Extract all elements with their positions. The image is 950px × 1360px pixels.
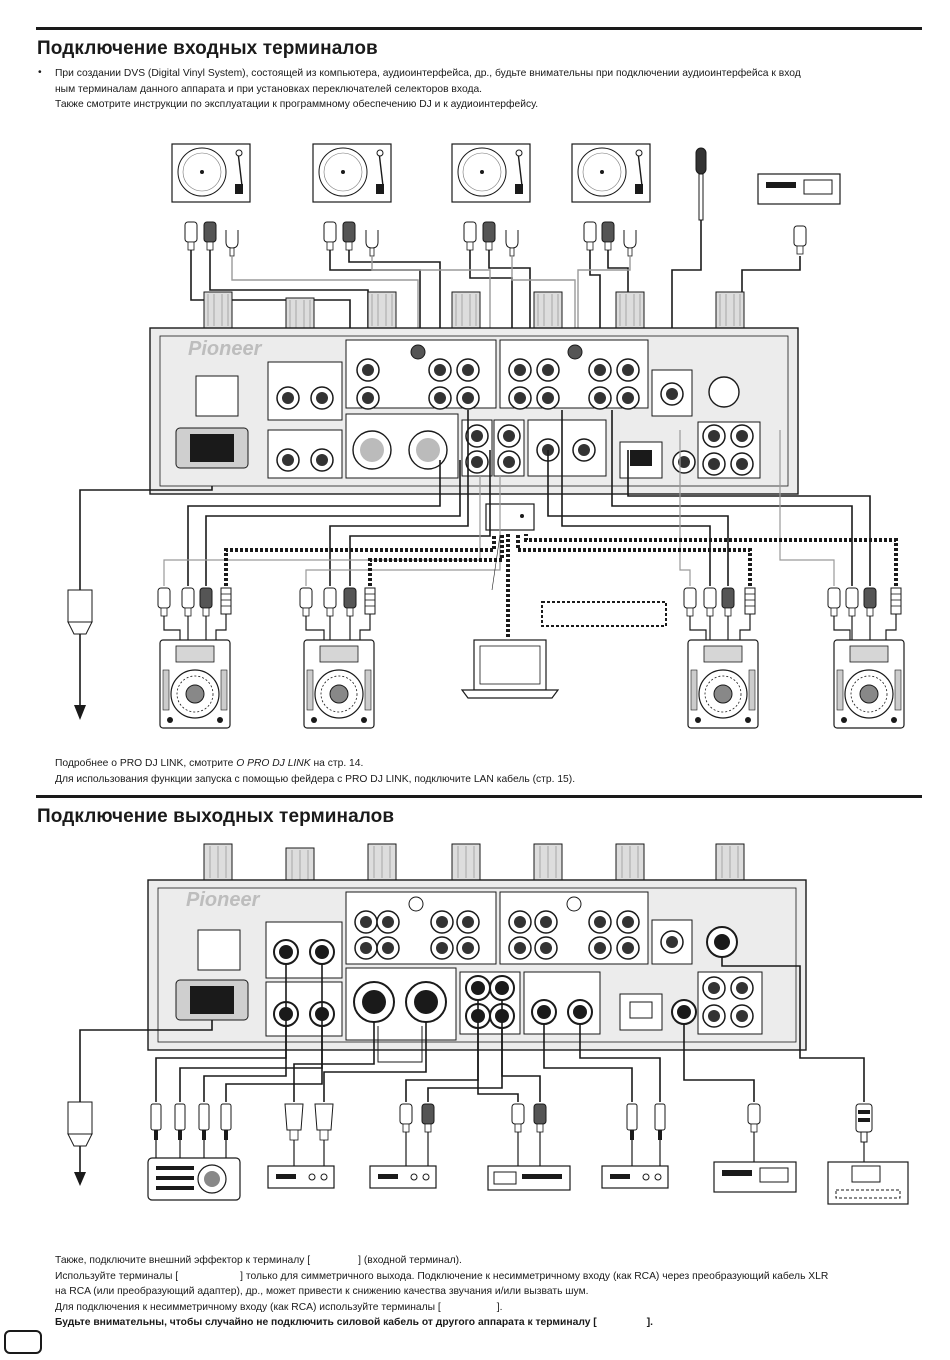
- microphone-icon: [695, 147, 707, 221]
- xlr-bracket: [377, 1026, 423, 1063]
- instruction-line-1: При создании DVS (Digital Vinyl System),…: [55, 68, 801, 79]
- section-title-input: Подключение входных терминалов: [37, 38, 378, 59]
- output-notes: Также, подключите внешний эффектор к тер…: [55, 1253, 925, 1331]
- note-balanced-cont: на RCA (или преобразующий адаптер), др.,…: [55, 1286, 589, 1297]
- cd-recorder-icon: [487, 1165, 571, 1191]
- cdj-player-icon: [303, 639, 375, 729]
- cdj-plugs: [157, 587, 902, 617]
- output-cables: [155, 957, 865, 1102]
- note-unbalanced: Для подключения к несимметричному входу …: [55, 1301, 503, 1313]
- bullet-marker: •: [38, 67, 42, 78]
- amplifier-icon: [601, 1165, 669, 1189]
- note-pro-dj-link: Подробнее о PRO DJ LINK, смотрите О PRO …: [55, 758, 364, 769]
- section-title-output: Подключение выходных терминалов: [37, 806, 395, 827]
- cdj-control-cables: [163, 430, 835, 586]
- lan-cables: [224, 534, 898, 638]
- turntable-plugs: [184, 221, 807, 257]
- note-effector: Также, подключите внешний эффектор к тер…: [55, 1255, 462, 1266]
- lan-label-box: [541, 601, 667, 627]
- turntable-icon: [571, 143, 651, 203]
- pioneer-logo: Pioneer: [186, 889, 261, 911]
- input-instructions: При создании DVS (Digital Vinyl System),…: [55, 66, 925, 113]
- amplifier-icon: [369, 1165, 437, 1189]
- turntable-icon: [451, 143, 531, 203]
- power-plug-icon: [67, 1020, 213, 1186]
- page-number-badge: [4, 1330, 42, 1354]
- cd-recorder-icon: [757, 173, 841, 205]
- output-connection-diagram: Pioneer: [0, 836, 950, 1236]
- network-hub-icon: [485, 503, 535, 531]
- cdj-player-icon: [687, 639, 759, 729]
- mixer-rear-panel: Pioneer: [149, 327, 799, 495]
- note-lan-cable: Для использования функции запуска с помо…: [55, 773, 576, 785]
- note-balanced: Используйте терминалы [] только для симм…: [55, 1270, 829, 1282]
- sampler-icon: [827, 1161, 909, 1205]
- input-notes: Подробнее о PRO DJ LINK, смотрите О PRO …: [55, 756, 925, 787]
- section-rule: [36, 795, 922, 798]
- turntable-icon: [312, 143, 392, 203]
- device-leads: [155, 1132, 865, 1166]
- ground-cables: [231, 256, 631, 350]
- effector-icon: [147, 1157, 241, 1201]
- input-connection-diagram: Pioneer: [0, 130, 950, 750]
- note-warning: Будьте внимательны, чтобы случайно не по…: [55, 1317, 654, 1328]
- mixer-rear-panel: Pioneer: [147, 879, 807, 1051]
- mixer-top-knobs: [203, 843, 745, 885]
- pioneer-logo: Pioneer: [188, 338, 263, 360]
- amplifier-icon: [267, 1165, 335, 1189]
- output-plugs: [150, 1103, 873, 1143]
- top-rule: [36, 27, 922, 30]
- cd-recorder-icon: [713, 1161, 797, 1193]
- turntable-icon: [171, 143, 251, 203]
- lan-pointer-line: [491, 534, 501, 591]
- cdj-short-leads: [163, 614, 897, 640]
- power-plug-icon: [67, 486, 213, 720]
- laptop-icon: [460, 639, 560, 699]
- instruction-line-2: ным терминалам данного аппарата и при ус…: [55, 83, 483, 95]
- cdj-player-icon: [833, 639, 905, 729]
- cdj-player-icon: [159, 639, 231, 729]
- instruction-line-3: Также смотрите инструкции по эксплуатаци…: [55, 99, 539, 110]
